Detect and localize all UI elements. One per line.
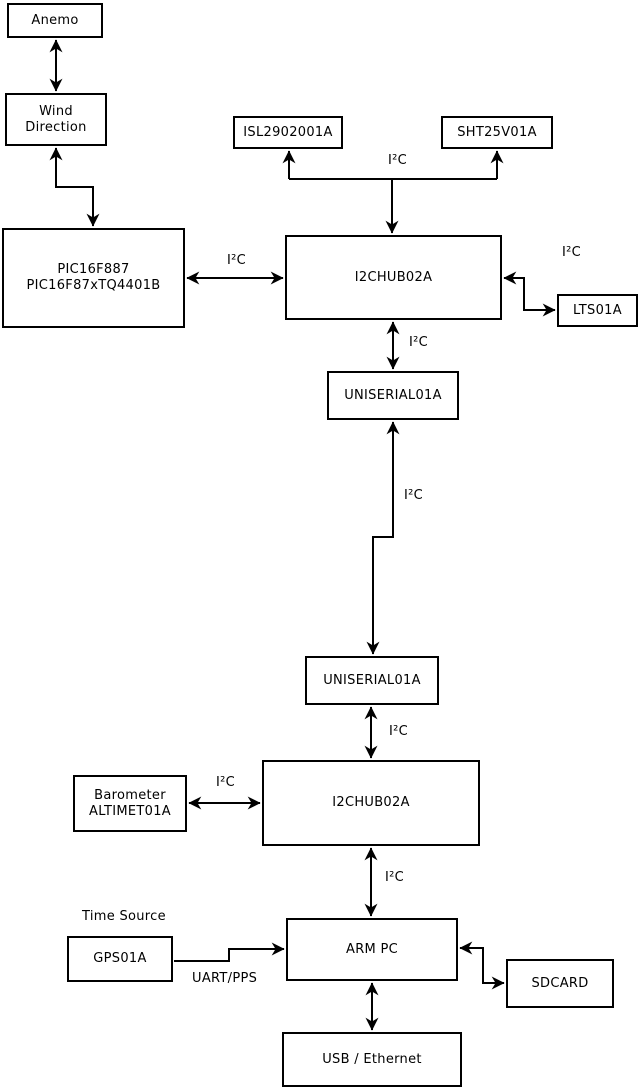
- node-barometer-line1: Barometer: [94, 787, 166, 803]
- node-i2chub02a-lower: I2CHUB02A: [262, 760, 480, 846]
- node-uniserial01a-upper-label: UNISERIAL01A: [344, 387, 442, 403]
- node-isl2902001a-label: ISL2902001A: [243, 124, 333, 140]
- label-i2c-hub-lts: I²C: [562, 245, 582, 260]
- label-i2c-hub-uniserial: I²C: [409, 335, 429, 350]
- label-i2c-hub2-armpc: I²C: [385, 870, 405, 885]
- node-barometer-line2: ALTIMET01A: [89, 803, 171, 819]
- node-wind-direction: Wind Direction: [5, 93, 107, 146]
- node-anemo: Anemo: [7, 3, 103, 38]
- node-arm-pc-label: ARM PC: [346, 941, 398, 957]
- node-sht25v01a-label: SHT25V01A: [457, 124, 537, 140]
- node-gps01a-label: GPS01A: [93, 951, 147, 966]
- node-i2chub02a-upper: I2CHUB02A: [285, 235, 502, 320]
- node-anemo-label: Anemo: [31, 12, 79, 28]
- connector-uniserial1-uniserial2: [366, 421, 400, 655]
- label-i2c-uniserial-link: I²C: [404, 488, 424, 503]
- node-pic16f887-line1: PIC16F887: [57, 262, 130, 277]
- node-uniserial01a-lower: UNISERIAL01A: [305, 656, 439, 705]
- node-gps01a: GPS01A: [67, 936, 173, 982]
- label-i2c-sensor-branch: I²C: [388, 153, 408, 168]
- node-barometer-altimet01a: Barometer ALTIMET01A: [73, 775, 187, 832]
- node-usb-ethernet-label: USB / Ethernet: [322, 1051, 422, 1067]
- node-i2chub02a-lower-label: I2CHUB02A: [332, 795, 410, 810]
- label-uart-pps: UART/PPS: [192, 971, 258, 986]
- connector-armpc-sdcard: [459, 941, 505, 990]
- node-sdcard-label: SDCARD: [531, 975, 589, 991]
- node-pic16f887: PIC16F887 PIC16F87xTQ4401B: [2, 228, 185, 328]
- node-sht25v01a: SHT25V01A: [441, 116, 553, 149]
- node-isl2902001a: ISL2902001A: [233, 116, 343, 149]
- node-pic16f887-line2: PIC16F87xTQ4401B: [26, 278, 161, 293]
- node-arm-pc: ARM PC: [286, 918, 458, 981]
- node-lts01a-label: LTS01A: [573, 302, 622, 318]
- label-i2c-barometer-hub: I²C: [216, 775, 236, 790]
- node-uniserial01a-lower-label: UNISERIAL01A: [323, 672, 421, 688]
- node-sdcard: SDCARD: [506, 959, 614, 1008]
- node-uniserial01a-upper: UNISERIAL01A: [327, 371, 459, 420]
- connector-gps-armpc: [174, 942, 285, 962]
- label-i2c-pic-hub: I²C: [227, 253, 247, 268]
- label-time-source: Time Source: [82, 909, 166, 924]
- node-lts01a: LTS01A: [557, 294, 638, 327]
- node-i2chub02a-upper-label: I2CHUB02A: [354, 269, 433, 285]
- node-wind-direction-line2: Direction: [25, 119, 87, 135]
- node-usb-ethernet: USB / Ethernet: [282, 1032, 462, 1087]
- label-i2c-uniserial-hub2: I²C: [389, 724, 409, 739]
- connector-wind-pic: [49, 147, 100, 227]
- connector-hub1-lts: [503, 271, 556, 317]
- node-wind-direction-line1: Wind: [39, 103, 73, 119]
